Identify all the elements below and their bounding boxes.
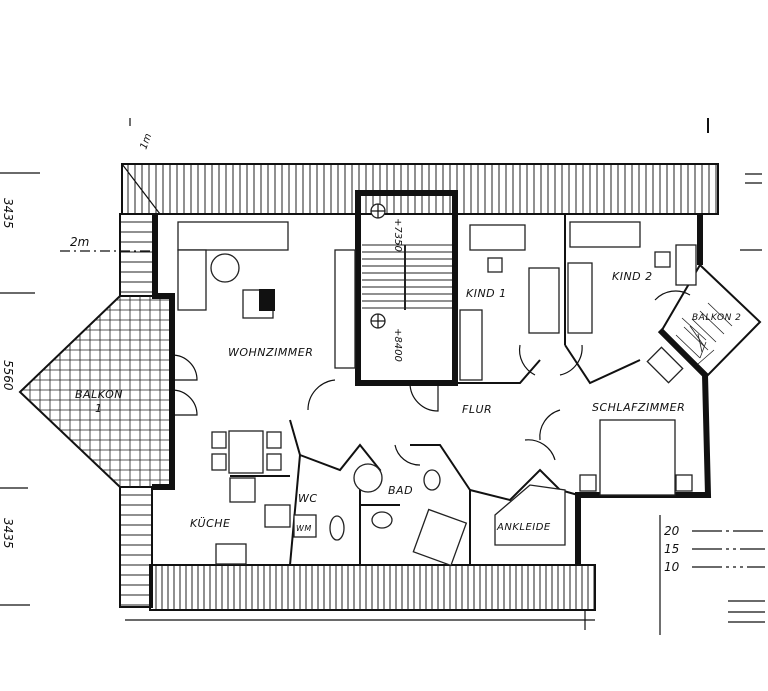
room-label-bad: BAD <box>388 484 413 497</box>
room-label-balkon-2: BALKON 2 <box>692 313 741 323</box>
room-label-flur: FLUR <box>462 403 492 416</box>
legend-label-10: 10 <box>664 560 680 574</box>
roof-slope-top <box>121 163 719 215</box>
roof-slope-left-upper <box>119 213 156 297</box>
roof-hatching <box>120 164 717 610</box>
dimension-top: 3435 <box>1 198 15 229</box>
dimension-middle: 5560 <box>1 360 15 391</box>
door-swings <box>171 290 691 466</box>
room-label-balkon-1-number: 1 <box>95 402 103 415</box>
elevation-upper: +8400 <box>392 328 403 362</box>
room-label-wohnzimmer: WOHNZIMMER <box>228 346 313 359</box>
ceiling-height-legend: 20 15 10 <box>664 524 765 623</box>
elevation-lower: +7350 <box>392 218 403 252</box>
dimension-1m: 1m <box>138 132 154 151</box>
staircase <box>362 244 452 310</box>
room-label-schlafzimmer: SCHLAFZIMMER <box>592 401 685 414</box>
balcony-2 <box>660 263 762 377</box>
room-label-kind-2: KIND 2 <box>612 270 653 283</box>
legend-label-20: 20 <box>664 524 680 538</box>
dimension-2m: 2m <box>70 235 89 249</box>
room-label-wc: WC <box>298 492 318 505</box>
dimension-bottom: 3435 <box>1 518 15 549</box>
legend-label-15: 15 <box>664 542 679 556</box>
elevation-marker-upper <box>370 313 386 329</box>
room-label-kind-1: KIND 1 <box>466 287 507 300</box>
furniture <box>177 221 697 567</box>
roof-hip-line <box>121 163 161 215</box>
room-label-kueche: KÜCHE <box>190 517 230 530</box>
appliance-label-wm: WM <box>296 524 312 533</box>
room-label-ankleide: ANKLEIDE <box>496 522 551 533</box>
dimension-lines <box>0 118 762 635</box>
walls <box>151 190 712 566</box>
elevation-marker-lower <box>370 203 386 219</box>
stairwell <box>355 190 458 386</box>
balcony-2-tiles <box>675 302 733 365</box>
roof-slope-bottom <box>149 564 596 611</box>
room-label-balkon-1: BALKON <box>75 388 123 401</box>
